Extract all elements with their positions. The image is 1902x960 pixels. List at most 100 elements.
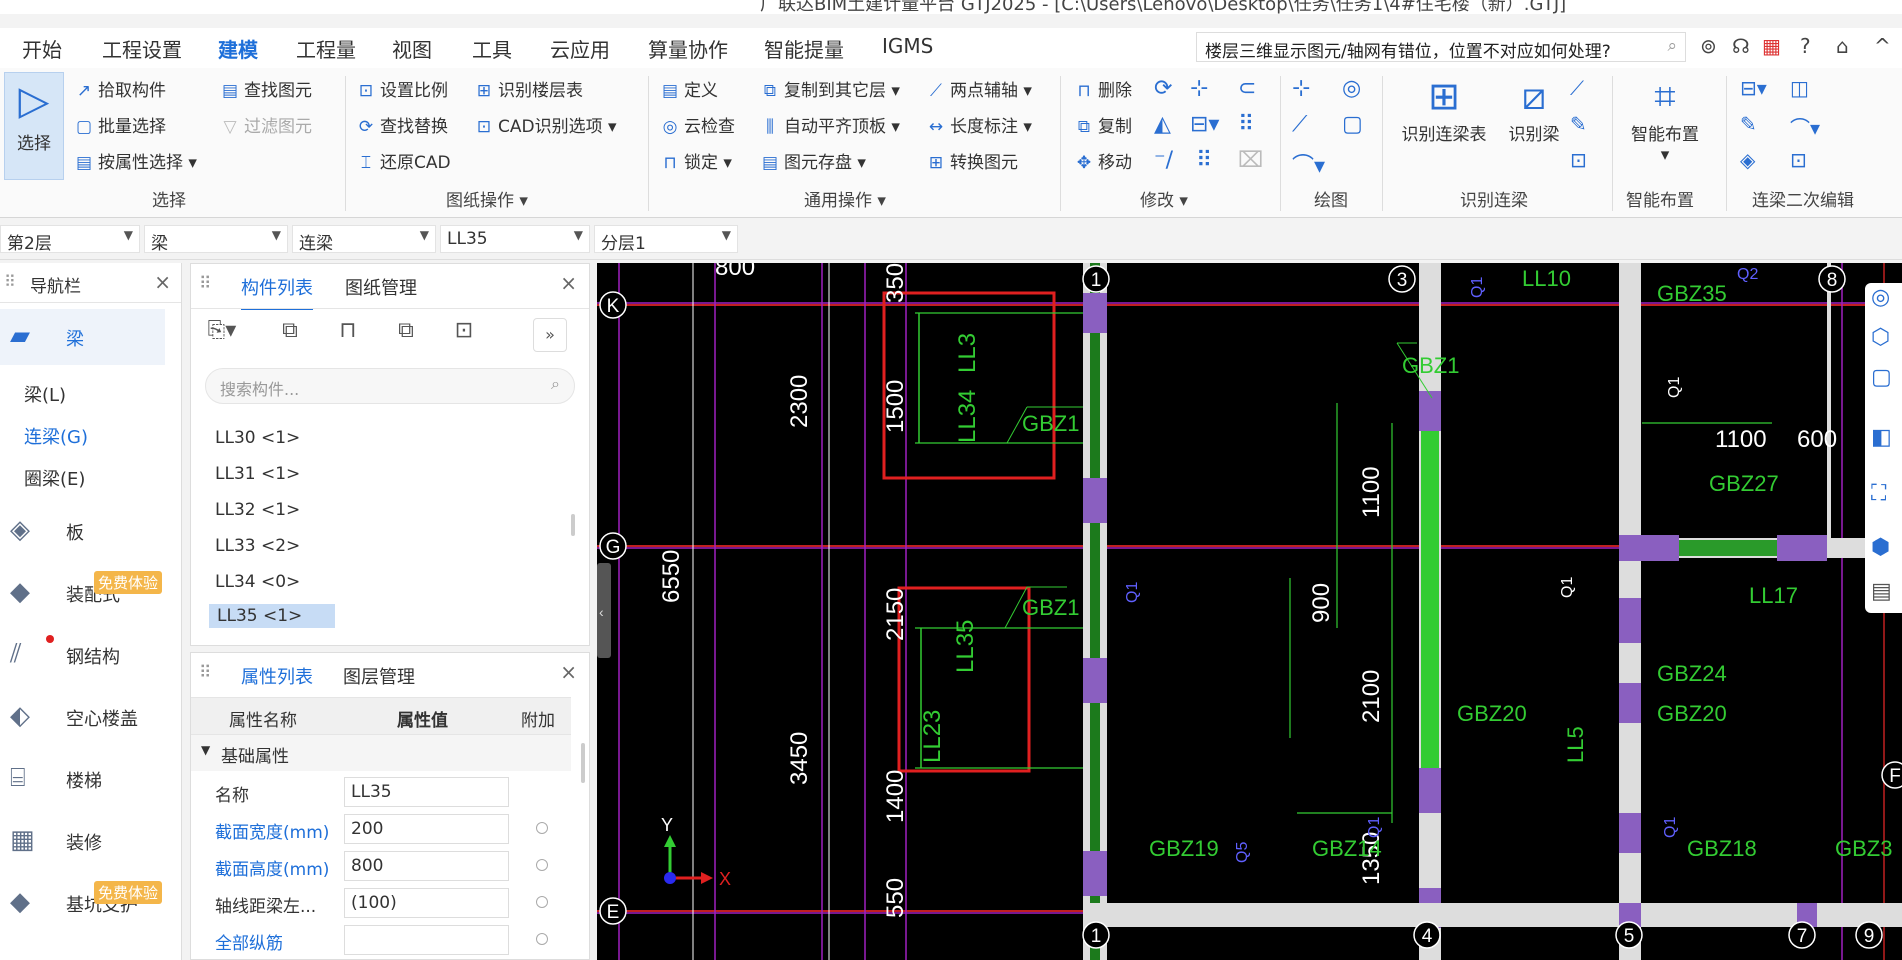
copy-component-icon[interactable]: ⧉ (282, 318, 298, 343)
lock-button[interactable]: ⊓锁定 ▾ (660, 148, 732, 173)
select-button[interactable]: ▷ 选择 (4, 72, 64, 180)
offset-icon[interactable]: ⊂ (1238, 76, 1257, 101)
grip-icon[interactable]: ⠿ (199, 274, 212, 294)
find-element-button[interactable]: ▤查找图元 (220, 76, 312, 101)
line-icon[interactable]: ⟋ (1292, 112, 1308, 137)
tab-property-list[interactable]: 属性列表 (241, 663, 313, 699)
attach-checkbox[interactable] (536, 896, 548, 908)
menu-view[interactable]: 视图 (392, 38, 432, 62)
define-button[interactable]: ▤定义 (660, 76, 718, 101)
filter-element-button[interactable]: ▽过滤图元 (220, 112, 312, 137)
menu-smart[interactable]: 智能提量 (764, 38, 844, 62)
edit-tool-4-icon[interactable]: ⌒▾ (1790, 116, 1821, 140)
delete-component-icon[interactable]: ⊓ (339, 318, 357, 343)
edit-tool-5-icon[interactable]: ◈ (1740, 148, 1756, 172)
prop-value-input[interactable]: 800 (344, 851, 509, 881)
scrollbar[interactable] (581, 743, 585, 783)
prop-value-input[interactable]: 200 (344, 814, 509, 844)
trim-icon[interactable]: ⁻/ (1154, 148, 1174, 173)
align-elements-icon[interactable]: ⊟▾ (1190, 112, 1220, 137)
mirror-icon[interactable]: ◭ (1154, 112, 1171, 137)
close-icon[interactable]: × (560, 660, 577, 684)
find-replace-button[interactable]: ⟳查找替换 (356, 112, 448, 137)
shirt-icon[interactable]: ⌂ (1836, 34, 1849, 58)
recog-tool-1-icon[interactable]: ⟋ (1570, 76, 1584, 100)
search-icon[interactable]: ⌕ (551, 374, 560, 393)
list-item[interactable]: LL33 <2> (215, 536, 301, 556)
attach-checkbox[interactable] (536, 933, 548, 945)
3d-view-icon[interactable]: ⬡ (1871, 325, 1891, 350)
attach-checkbox[interactable] (536, 859, 548, 871)
save-element-button[interactable]: ▤图元存盘 ▾ (761, 153, 866, 173)
new-component-icon[interactable]: ⎘▾ (207, 318, 237, 343)
close-icon[interactable]: × (154, 270, 171, 294)
prop-value-input[interactable]: LL35 (344, 777, 509, 807)
cad-options-button[interactable]: ⊡CAD识别选项 ▾ (474, 112, 617, 137)
edit-tool-2-icon[interactable]: ◫ (1790, 76, 1809, 100)
menu-igms[interactable]: IGMS (882, 34, 934, 58)
rect-icon[interactable]: ▢ (1342, 112, 1363, 137)
pick-component-button[interactable]: ↗拾取构件 (74, 76, 166, 101)
menu-collab[interactable]: 算量协作 (648, 38, 728, 62)
calendar-icon[interactable]: ▦ (1762, 34, 1781, 58)
delete-button[interactable]: ⊓删除 (1074, 76, 1132, 101)
layer-copy-icon[interactable]: ⧉ (398, 318, 414, 343)
section-basic-props[interactable]: ▼ 基础属性 (191, 735, 571, 771)
nav-sub-ring-beam[interactable]: 圈梁(E) (24, 469, 86, 490)
floor-select[interactable]: 第2层▼ (0, 225, 140, 254)
smart-layout-button[interactable]: ⌗智能布置▾ (1620, 72, 1710, 165)
nav-cat-steel[interactable]: ⫽钢结构 (0, 627, 165, 683)
collapse-icon[interactable]: ^ (1874, 34, 1891, 58)
component-select[interactable]: LL35▼ (440, 225, 590, 253)
rotate-icon[interactable]: ⟳ (1154, 76, 1173, 101)
view-mode-icon[interactable]: ⬢ (1871, 535, 1891, 560)
tab-component-list[interactable]: 构件列表 (241, 274, 313, 310)
two-point-axis-button[interactable]: ⟋两点辅轴 ▾ (926, 76, 1032, 101)
close-icon[interactable]: × (560, 271, 577, 295)
headset-icon[interactable]: ☊ (1732, 34, 1750, 58)
recognize-beam-button[interactable]: ⧄识别梁 (1502, 72, 1566, 145)
nav-cat-stair[interactable]: ⌸楼梯 (0, 751, 165, 807)
more-icon[interactable]: » (533, 318, 567, 352)
restore-cad-button[interactable]: ⌶还原CAD (356, 148, 451, 173)
layer-select[interactable]: 分层1▼ (594, 225, 738, 254)
copy-to-layer-button[interactable]: ⧉复制到其它层 ▾ (760, 76, 900, 101)
edit-tool-3-icon[interactable]: ✎ (1740, 112, 1757, 136)
attach-checkbox[interactable] (536, 822, 548, 834)
cube-icon[interactable]: ▢ (1871, 365, 1892, 390)
edit-tool-1-icon[interactable]: ⊟▾ (1740, 76, 1767, 100)
cad-drawing[interactable]: K G E 1 1 3 4 5 7 8 9 F 800 2300 6550 34… (597, 263, 1902, 960)
auto-align-button[interactable]: ⫼自动平齐顶板 ▾ (760, 112, 900, 137)
scrollbar[interactable] (571, 514, 575, 536)
recognize-floor-button[interactable]: ⊞识别楼层表 (474, 76, 583, 101)
settings-circle-icon[interactable]: ⊚ (1700, 34, 1717, 58)
prop-value-input[interactable] (344, 925, 509, 955)
menu-cloud[interactable]: 云应用 (550, 38, 610, 62)
list-item[interactable]: LL31 <1> (215, 464, 301, 484)
nav-sub-beam[interactable]: 梁(L) (24, 385, 67, 406)
select-by-attr-button[interactable]: ▤按属性选择 ▾ (75, 153, 197, 173)
recognize-table-button[interactable]: ⊞识别连梁表 (1394, 72, 1494, 145)
length-dim-button[interactable]: ↔长度标注 ▾ (926, 112, 1032, 137)
list-item-selected[interactable]: LL35 <1> (209, 604, 335, 628)
move-button[interactable]: ✥移动 (1074, 148, 1132, 173)
nav-cat-pit[interactable]: ◆基坑支护免费体验 (0, 875, 165, 931)
doc-icon[interactable]: ▤ (1871, 579, 1892, 604)
cad-canvas[interactable]: K G E 1 1 3 4 5 7 8 9 F 800 2300 6550 34… (597, 263, 1902, 960)
orbit-icon[interactable]: ◎ (1871, 285, 1891, 310)
nav-cat-slab[interactable]: ◈板 (0, 503, 165, 559)
nav-cat-prefab[interactable]: ◆装配式免费体验 (0, 565, 165, 621)
tab-drawing-manage[interactable]: 图纸管理 (345, 278, 417, 299)
list-item[interactable]: LL34 <0> (215, 572, 301, 592)
nav-cat-beam[interactable]: ▰梁 (0, 309, 165, 365)
help-icon[interactable]: ? (1800, 34, 1811, 58)
grip-icon[interactable]: ⠿ (4, 272, 16, 291)
list-item[interactable]: LL30 <1> (215, 428, 301, 448)
menu-tools[interactable]: 工具 (472, 38, 512, 62)
arc-icon[interactable]: ⌒▾ (1292, 154, 1326, 179)
recog-tool-2-icon[interactable]: ✎ (1570, 112, 1587, 136)
convert-element-button[interactable]: ⊞转换图元 (926, 148, 1018, 173)
type-select[interactable]: 连梁▼ (292, 225, 436, 254)
edit-tool-6-icon[interactable]: ⊡ (1790, 148, 1807, 172)
array-icon[interactable]: ⠿ (1238, 112, 1255, 137)
